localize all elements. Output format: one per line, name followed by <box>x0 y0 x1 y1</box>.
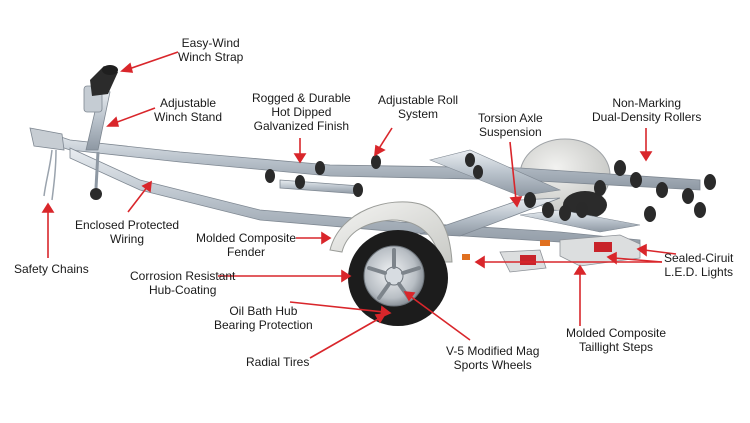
arrow-led-3-head <box>636 243 647 257</box>
arrow-rollers-head <box>639 151 653 162</box>
arrow-roll-system <box>377 127 393 151</box>
arrow-winch-stand <box>111 107 156 125</box>
roller-set <box>265 153 716 222</box>
winch-stand <box>83 65 118 200</box>
arrow-torsion-axle <box>509 141 517 201</box>
arrow-taillight-steps-head <box>573 264 587 275</box>
arrow-radial-tires <box>309 317 381 359</box>
arrow-hub-coating-head <box>341 269 352 283</box>
arrow-bearing <box>289 301 385 313</box>
arrow-wiring-head <box>141 180 152 193</box>
arrow-mag-wheels-head <box>403 291 416 302</box>
callout-arrows <box>41 51 677 359</box>
arrow-galvanized-head <box>293 153 307 164</box>
tire-wheel <box>348 230 448 326</box>
arrow-led-1-head <box>474 255 485 269</box>
arrow-wiring <box>127 185 149 213</box>
arrow-winch-strap <box>125 51 179 71</box>
arrow-winch-strap-head <box>120 62 134 73</box>
arrow-roll-system-head <box>374 144 386 157</box>
arrow-safety-chains-head <box>41 202 55 213</box>
safety-chain <box>43 149 57 201</box>
arrow-led-2-head <box>606 251 617 265</box>
fender <box>329 201 453 263</box>
arrow-fender-head <box>321 231 332 245</box>
arrow-radial-tires-head <box>374 313 387 324</box>
arrow-led-2 <box>613 257 663 263</box>
arrow-winch-stand-head <box>106 116 120 127</box>
arrow-mag-wheels <box>409 295 471 341</box>
callout-safety-chains: Safety Chains <box>14 262 89 276</box>
arrow-torsion-axle-head <box>509 196 523 208</box>
arrow-led-3 <box>643 249 677 255</box>
callout-radial-tires: Radial Tires <box>246 355 310 369</box>
